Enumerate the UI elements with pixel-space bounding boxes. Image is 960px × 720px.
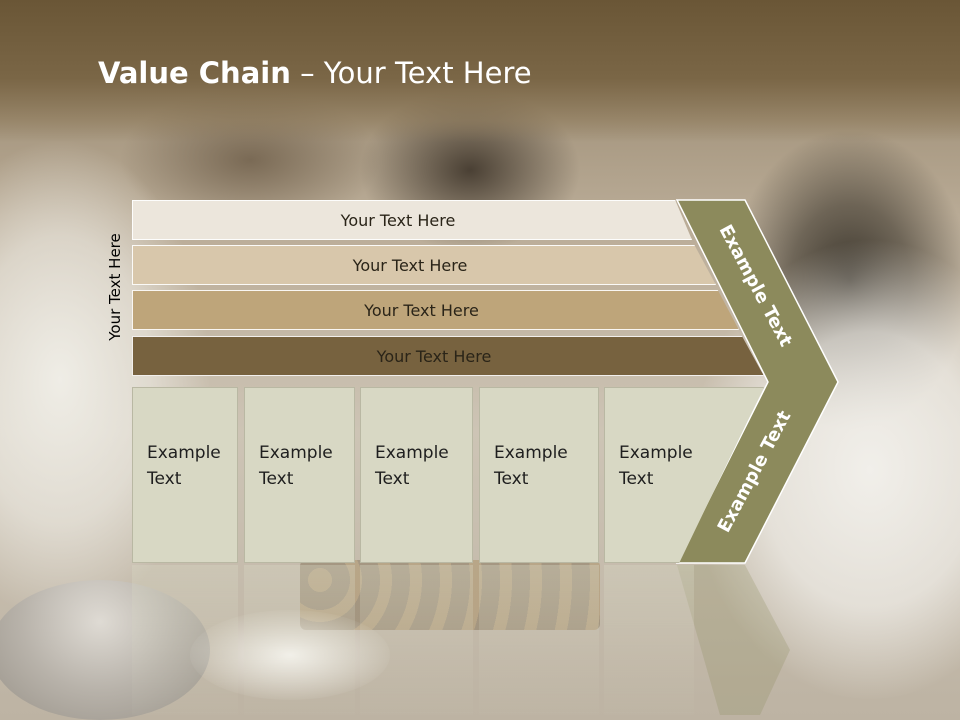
title-rest: – Your Text Here — [290, 56, 532, 90]
box-3-reflection — [360, 565, 473, 715]
example-box-2-text: Example Text — [259, 443, 333, 489]
bar-4[interactable]: Your Text Here — [132, 336, 764, 376]
example-box-2[interactable]: Example Text — [244, 387, 355, 563]
example-box-4[interactable]: Example Text — [479, 387, 599, 563]
flour-pile — [190, 610, 390, 700]
box-4-reflection — [479, 565, 599, 715]
side-label: Your Text Here — [106, 233, 124, 341]
bar-3[interactable]: Your Text Here — [132, 290, 739, 330]
bar-1-label: Your Text Here — [340, 210, 456, 230]
example-box-1[interactable]: Example Text — [132, 387, 238, 563]
example-box-1-text: Example Text — [147, 443, 221, 489]
example-box-3-text: Example Text — [375, 443, 449, 489]
bar-3-label: Your Text Here — [364, 300, 479, 320]
bar-1[interactable]: Your Text Here — [132, 200, 692, 240]
slide-title: Value Chain – Your Text Here — [98, 56, 532, 90]
bar-4-label: Your Text Here — [376, 346, 492, 366]
example-box-3[interactable]: Example Text — [360, 387, 473, 563]
title-bold: Value Chain — [98, 56, 291, 90]
box-2-reflection — [244, 565, 355, 715]
example-box-5-text: Example Text — [619, 443, 693, 489]
box-5-reflection — [604, 565, 694, 715]
box-1-reflection — [132, 565, 238, 715]
bar-2-label: Your Text Here — [352, 255, 468, 275]
example-box-4-text: Example Text — [494, 443, 568, 489]
title-band — [0, 0, 960, 142]
bar-2[interactable]: Your Text Here — [132, 245, 716, 285]
mixing-bowl — [0, 580, 210, 720]
